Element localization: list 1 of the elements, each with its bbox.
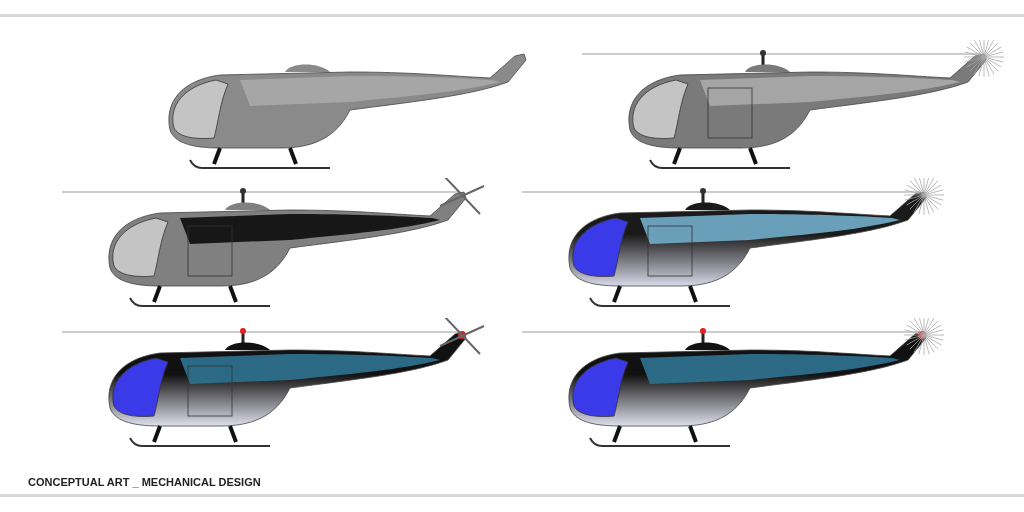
caption: CONCEPTUAL ART _ MECHANICAL DESIGN: [28, 476, 261, 488]
